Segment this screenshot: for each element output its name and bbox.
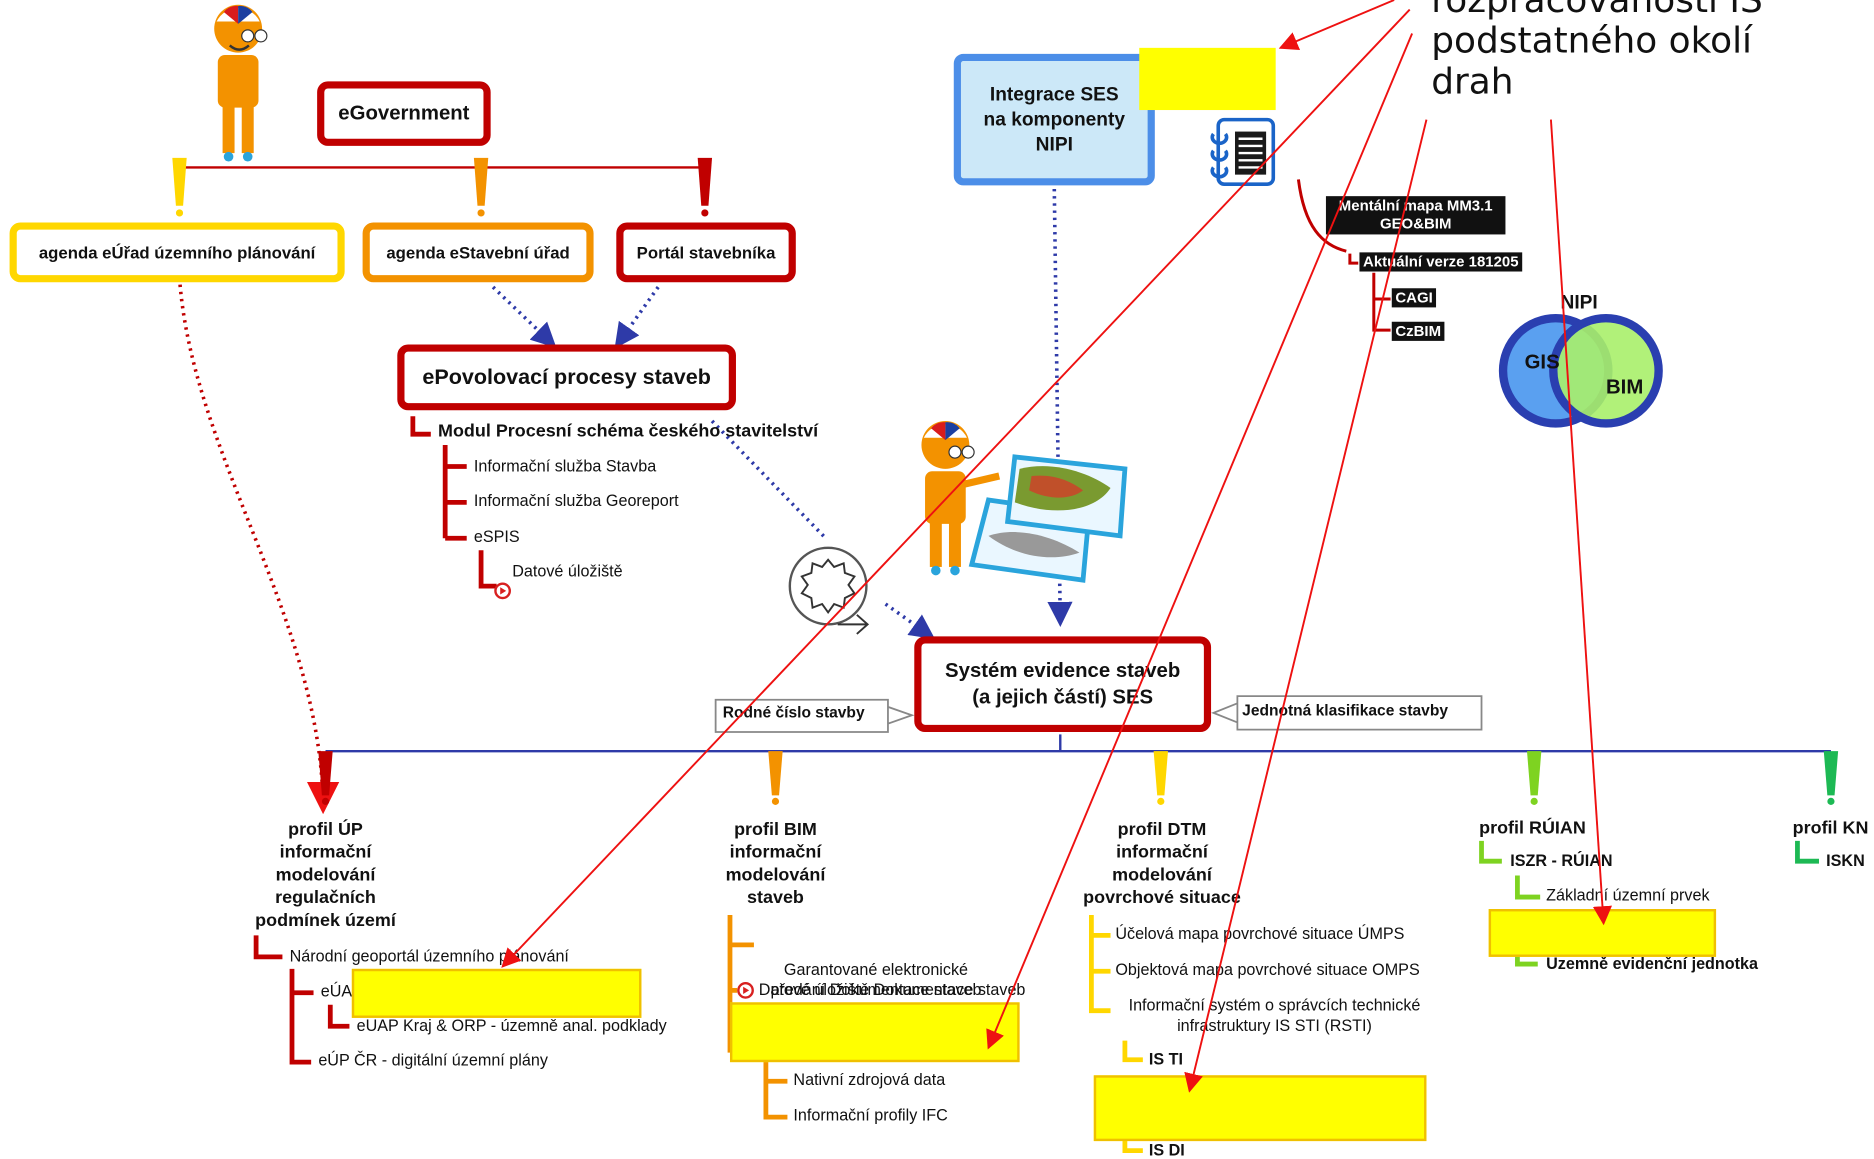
- profil-up-title[interactable]: profil ÚP informační modelování regulačn…: [242, 818, 410, 932]
- profil-bim-title-line: staveb: [747, 887, 804, 908]
- notebook-icon: [1210, 117, 1276, 186]
- venn-right-label: BIM: [1605, 375, 1644, 399]
- profil-dtm-title[interactable]: profil DTM informační modelování povrcho…: [1072, 818, 1252, 909]
- note-text: rozpracovanosti IS podstatného okolí dra…: [1431, 0, 1763, 103]
- integrace-box[interactable]: Integrace SES na komponenty NIPI: [953, 53, 1155, 186]
- profil-dtm-title-line: profil DTM: [1117, 819, 1207, 840]
- profil-dtm-title-line: informační: [1116, 842, 1208, 863]
- profil-bim-title[interactable]: profil BIM informační modelování staveb: [704, 818, 848, 909]
- modul-label[interactable]: Modul Procesní schéma českého stavitelst…: [437, 421, 819, 442]
- person-mascot-icon: [214, 4, 268, 162]
- dtm-item-is-sti[interactable]: Informační systém o správcích technické …: [1113, 995, 1436, 1036]
- storage-icon: [494, 582, 511, 600]
- mindmap-title[interactable]: Mentální mapa MM3.1 GEO&BIM: [1325, 196, 1506, 235]
- agenda-uzemni-box[interactable]: agenda eÚřad územního plánování: [9, 222, 345, 283]
- highlight-box: [1093, 1075, 1427, 1142]
- integrace-line: NIPI: [1035, 134, 1073, 155]
- profil-up-title-line: profil ÚP: [288, 819, 363, 840]
- mindmap-title-line: GEO&BIM: [1379, 215, 1452, 233]
- dtm-item-line: Informační systém o správcích technické: [1128, 996, 1421, 1015]
- profil-up-title-line: informační: [279, 842, 372, 863]
- ses-box[interactable]: Systém evidence staveb (a jejich částí) …: [914, 636, 1212, 733]
- dtm-item[interactable]: Objektová mapa povrchové situace OMPS: [1115, 960, 1420, 979]
- highlight-box: [1139, 47, 1276, 111]
- profil-bim-title-line: profil BIM: [734, 819, 817, 840]
- profil-up-title-line: podmínek území: [255, 910, 396, 931]
- note-line: rozpracovanosti IS: [1431, 0, 1763, 22]
- ses-line: Systém evidence staveb: [945, 659, 1181, 682]
- profil-ruian-title[interactable]: profil RÚIAN: [1479, 818, 1586, 839]
- pin-icon: [768, 751, 783, 805]
- kn-item[interactable]: ISKN: [1826, 851, 1865, 870]
- rodne-cislo-label: Rodné číslo stavby: [722, 703, 865, 722]
- bim-item-line: Garantované elektronické: [783, 960, 969, 979]
- pin-icon: [1823, 751, 1839, 805]
- venn-left-label: GIS: [1524, 350, 1560, 374]
- note-line: drah: [1431, 61, 1514, 103]
- epov-item[interactable]: eSPIS: [473, 527, 520, 546]
- highlight-box: [351, 968, 642, 1018]
- profil-kn-title[interactable]: profil KN: [1792, 818, 1869, 839]
- datove-uloziste-label[interactable]: Datové úložiště: [512, 562, 623, 581]
- epov-item[interactable]: Informační služba Georeport: [473, 491, 679, 510]
- storage-icon: [737, 981, 754, 999]
- dtm-item[interactable]: IS TI: [1148, 1050, 1183, 1069]
- profil-bim-title-line: informační: [729, 842, 822, 863]
- gear-icon: [788, 546, 870, 635]
- note-line: podstatného okolí: [1431, 20, 1753, 63]
- ruian-item[interactable]: Základní územní prvek: [1546, 886, 1710, 905]
- bim-item[interactable]: Datové úložiště Dokumentace staveb: [758, 980, 1026, 999]
- bim-item-line: předání Dokumentace staveb: [770, 980, 982, 999]
- integrace-line: Integrace SES: [989, 84, 1119, 105]
- mindmap-item-cagi[interactable]: CAGI: [1391, 288, 1437, 308]
- agenda-stavebni-box[interactable]: agenda eStavební úřad: [362, 222, 594, 283]
- pin-icon: [1153, 751, 1168, 805]
- klasifikace-label: Jednotná klasifikace stavby: [1242, 700, 1448, 719]
- mindmap-version[interactable]: Aktuální verze 181205: [1359, 252, 1523, 272]
- pin-icon: [697, 157, 713, 217]
- pin-icon: [318, 751, 333, 805]
- egovernment-box[interactable]: eGovernment: [317, 81, 491, 146]
- up-item[interactable]: eUAP Kraj & ORP - územně anal. podklady: [356, 1016, 667, 1035]
- ruian-item[interactable]: Územně evidenční jednotka: [1546, 954, 1759, 973]
- profil-dtm-title-line: povrchové situace: [1083, 887, 1241, 908]
- epov-item[interactable]: Informační služba Stavba: [473, 456, 657, 475]
- profil-bim-title-line: modelování: [725, 864, 826, 886]
- pin-icon: [473, 157, 489, 217]
- profil-dtm-title-line: modelování: [1112, 864, 1212, 886]
- highlight-box: [1488, 909, 1717, 957]
- integrace-line: na komponenty: [983, 109, 1126, 130]
- mindmap-item-czbim[interactable]: CzBIM: [1391, 321, 1445, 341]
- ruian-item[interactable]: ISZR - RÚIAN: [1510, 851, 1613, 870]
- profil-up-title-line: modelování: [275, 864, 376, 886]
- bim-item[interactable]: Nativní zdrojová data: [793, 1070, 946, 1089]
- venn-title: NIPI: [1560, 293, 1598, 314]
- pin-icon: [1526, 751, 1542, 805]
- bim-item[interactable]: Informační profily IFC: [793, 1106, 948, 1125]
- up-item[interactable]: Národní geoportál územního plánování: [289, 947, 569, 966]
- dtm-item-line: infrastruktury IS STI (RSTI): [1177, 1016, 1372, 1035]
- dtm-item[interactable]: IS DI: [1148, 1141, 1185, 1159]
- mindmap-title-line: Mentální mapa MM3.1: [1338, 197, 1493, 215]
- epovolovaci-box[interactable]: ePovolovací procesy staveb: [397, 344, 736, 411]
- portal-box[interactable]: Portál stavebníka: [616, 222, 796, 283]
- up-item[interactable]: eÚP ČR - digitální územní plány: [318, 1051, 548, 1070]
- profil-up-title-line: regulačních: [275, 887, 376, 908]
- ses-line: (a jejich částí) SES: [972, 685, 1154, 709]
- dtm-item[interactable]: Účelová mapa povrchové situace ÚMPS: [1115, 924, 1405, 943]
- pin-icon: [172, 157, 187, 217]
- highlight-box: [729, 1002, 1020, 1063]
